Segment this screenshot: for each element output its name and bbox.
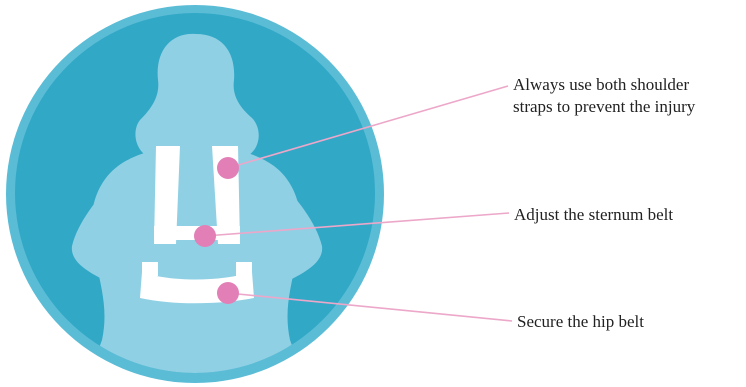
callout-sternum-belt: Adjust the sternum belt [514,204,673,226]
callout-shoulder-line-2: straps to prevent the injury [513,96,695,118]
callout-hip-belt: Secure the hip belt [517,311,644,333]
callout-shoulder-line-1: Always use both shoulder [513,74,695,96]
marker-shoulder [217,157,239,179]
marker-hip [217,282,239,304]
callout-hip-line-1: Secure the hip belt [517,311,644,333]
marker-sternum [194,225,216,247]
callout-sternum-line-1: Adjust the sternum belt [514,204,673,226]
callout-shoulder-strap: Always use both shoulder straps to preve… [513,74,695,118]
